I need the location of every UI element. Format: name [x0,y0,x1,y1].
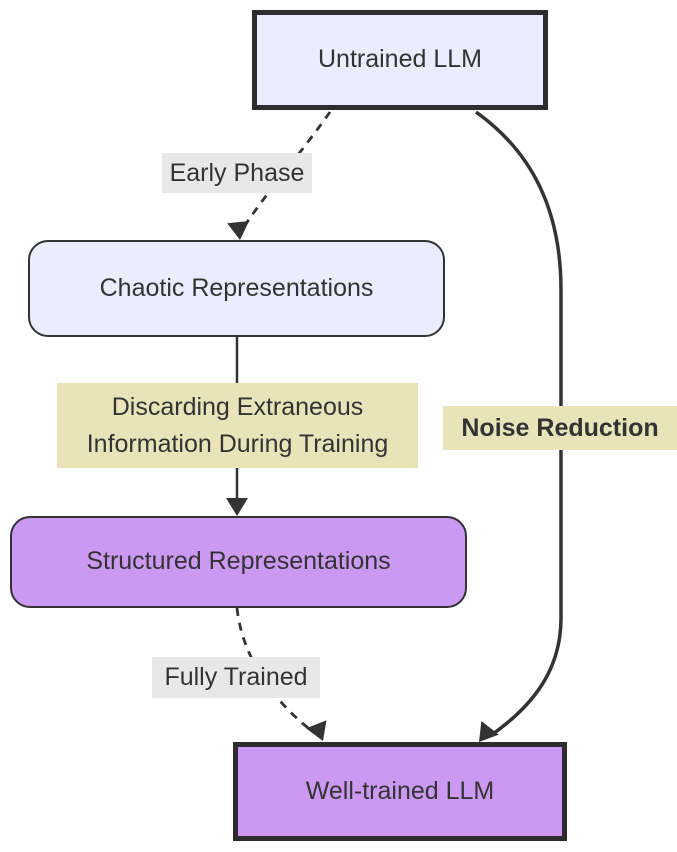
node-structured-representations: Structured Representations [10,516,467,608]
edge-label-fully-trained: Fully Trained [152,657,320,698]
edge-structured-to-welltrained [235,607,313,733]
arrowhead-structured-top [226,498,248,516]
edge-label-discarding-extraneous-text: Discarding Extraneous Information During… [86,393,389,458]
edge-label-early-phase: Early Phase [162,153,312,193]
node-chaotic-representations: Chaotic Representations [28,240,445,337]
node-well-trained-llm-label: Well-trained LLM [305,776,495,805]
edge-label-noise-reduction: Noise Reduction [443,406,677,450]
edge-label-early-phase-text: Early Phase [169,158,305,187]
node-untrained-llm-label: Untrained LLM [318,45,482,74]
node-untrained-llm: Untrained LLM [252,10,548,110]
edge-label-discarding-extraneous: Discarding Extraneous Information During… [57,383,418,468]
arrowhead-welltrained-right [479,721,499,742]
node-chaotic-representations-label: Chaotic Representations [99,273,374,302]
edge-untrained-to-welltrained [474,110,563,738]
edge-label-noise-reduction-text: Noise Reduction [461,413,659,442]
edge-label-fully-trained-text: Fully Trained [164,663,308,692]
node-structured-representations-label: Structured Representations [86,547,391,576]
node-well-trained-llm: Well-trained LLM [233,742,567,841]
arrowhead-welltrained-left [306,720,327,741]
arrowhead-chaotic-top [227,220,250,240]
